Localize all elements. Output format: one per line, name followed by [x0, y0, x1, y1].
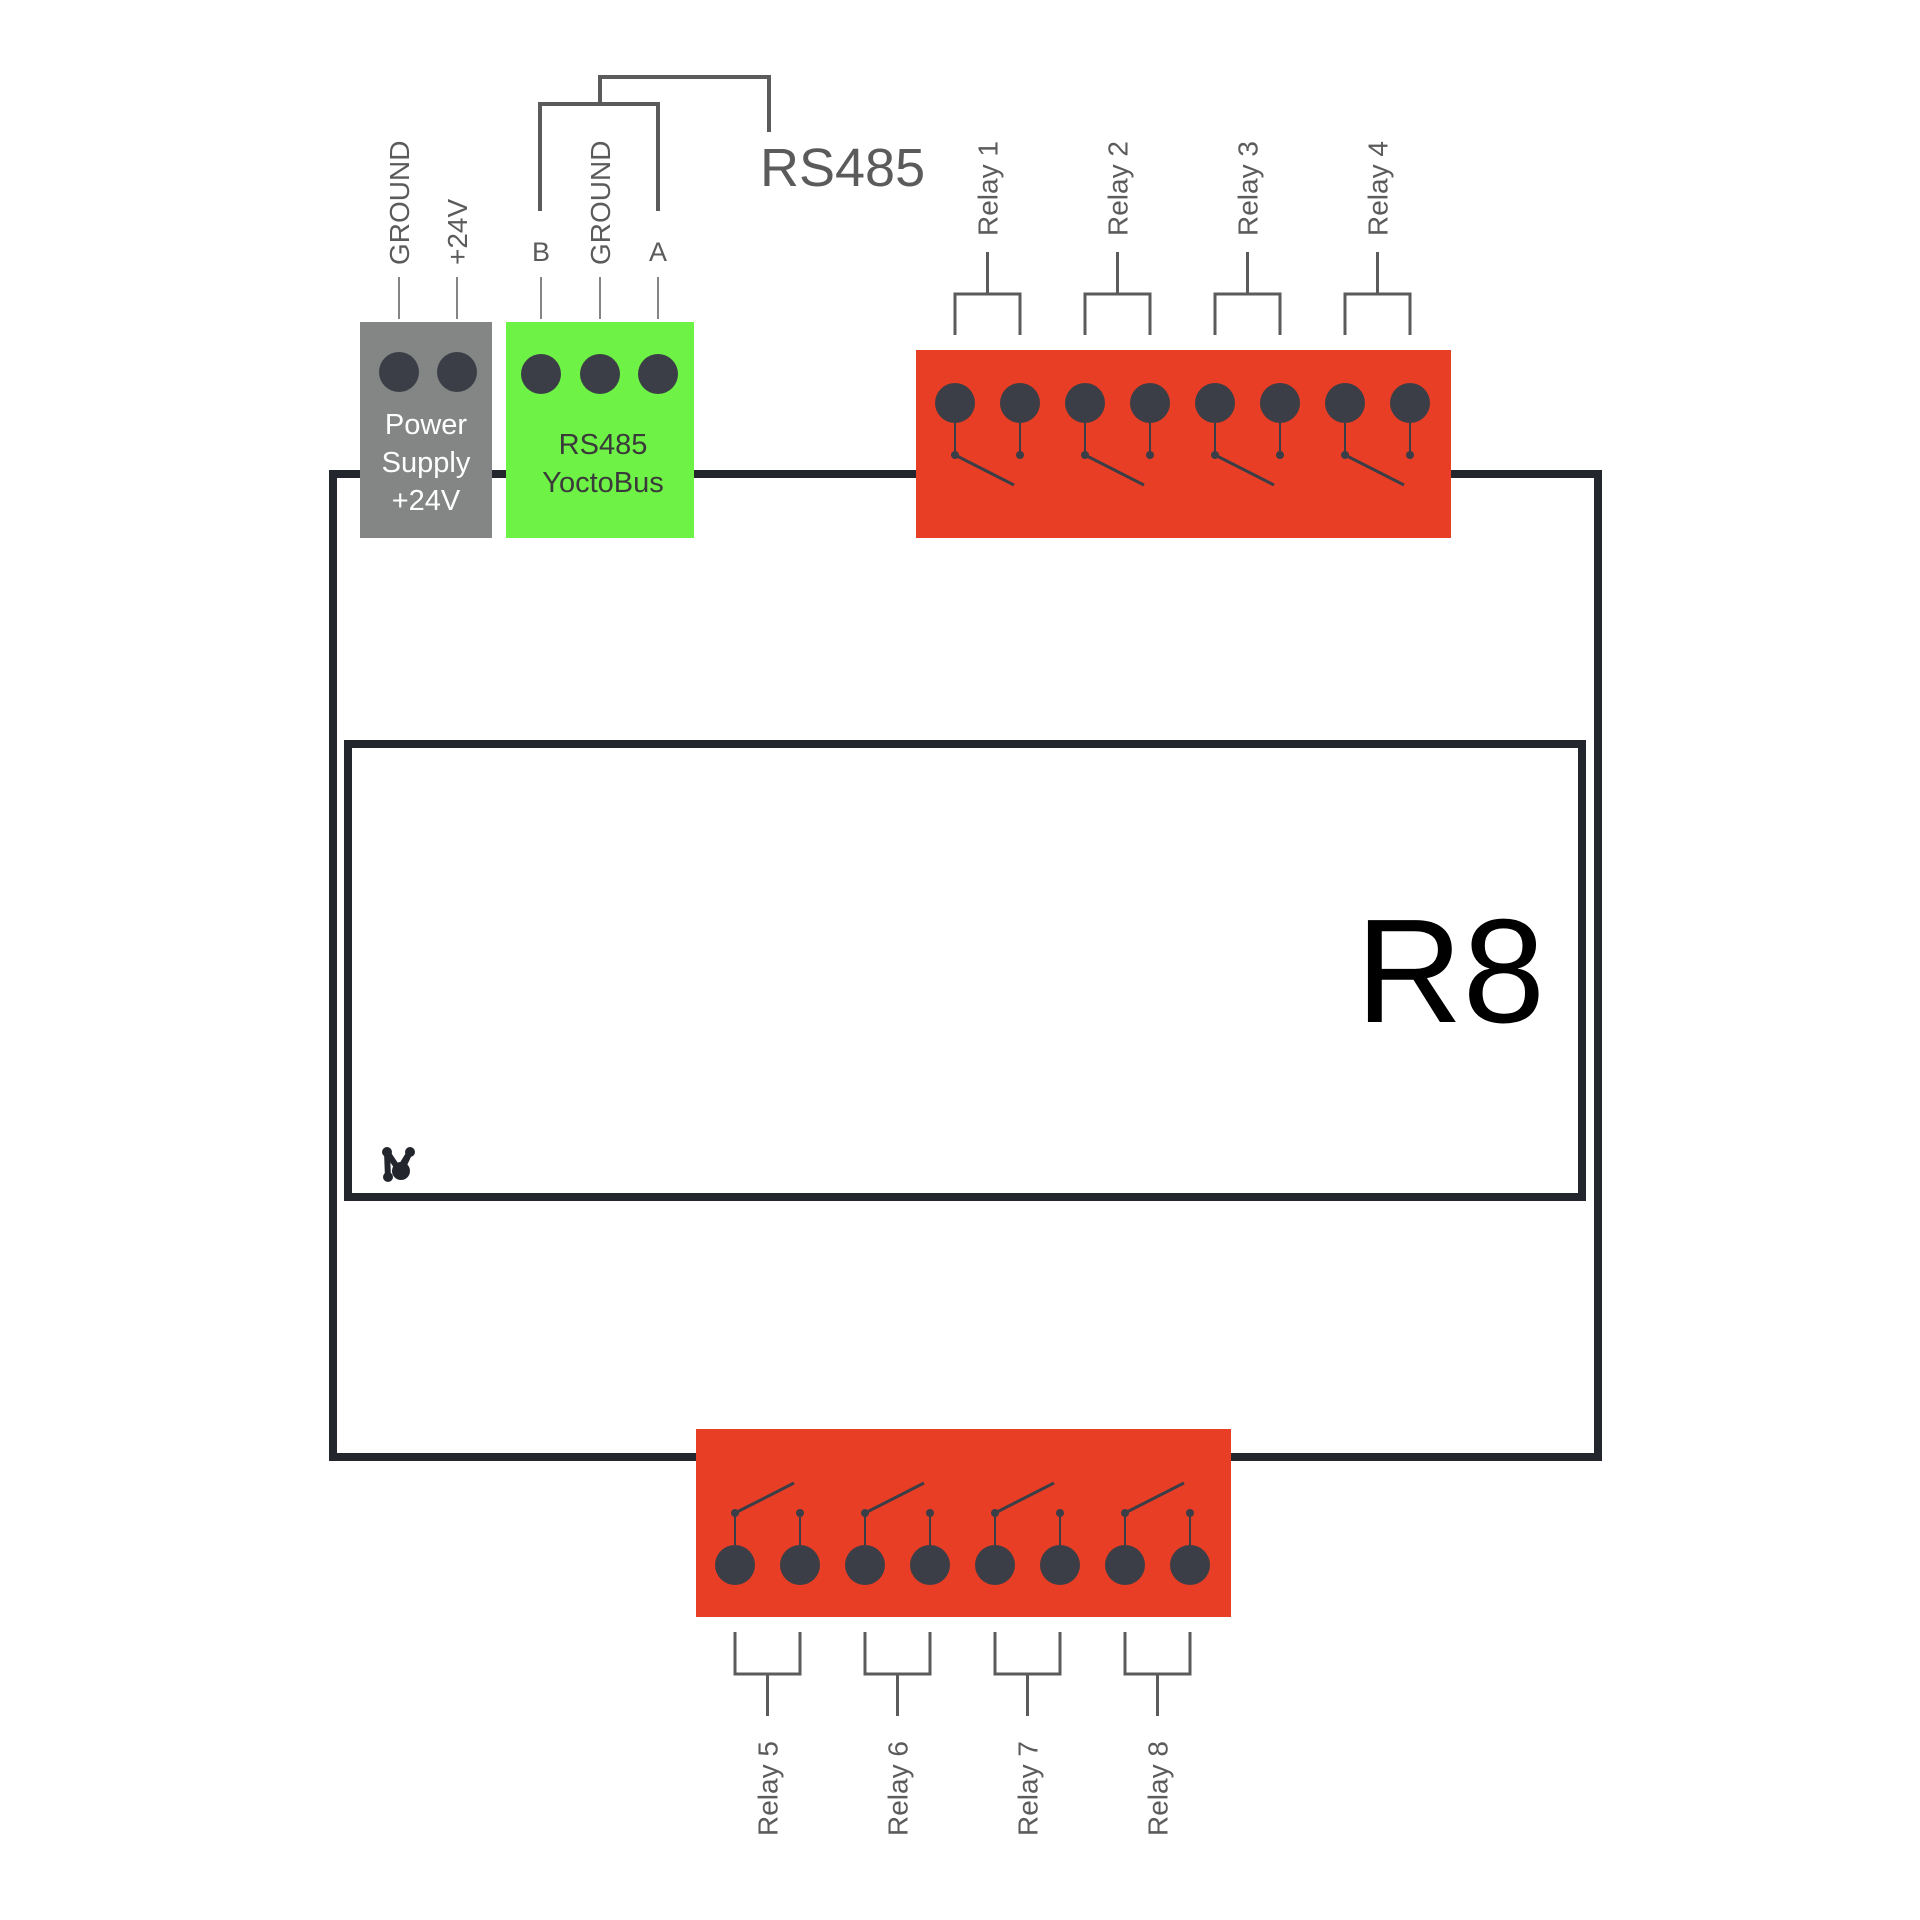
relay-2: Relay 2	[1065, 141, 1170, 487]
relay-terminal	[1105, 1545, 1145, 1585]
relay-label: Relay 4	[1363, 141, 1394, 236]
rs485-connector: RS485 YoctoBus B GROUND A RS485	[506, 75, 925, 538]
relay-switch-symbol	[1084, 453, 1145, 487]
relay-bracket	[1083, 252, 1152, 335]
relay-terminal	[935, 383, 975, 423]
rs485-label-line2: YoctoBus	[542, 467, 663, 499]
relay-terminal	[1130, 383, 1170, 423]
relay-6: Relay 6	[845, 1481, 950, 1836]
rs485-pin-a-label: A	[649, 237, 667, 267]
relay-block-bottom-body	[696, 1429, 1231, 1617]
rs485-label-line1: RS485	[559, 429, 648, 461]
relay-label: Relay 7	[1013, 1741, 1044, 1836]
relay-terminal	[845, 1545, 885, 1585]
relay-bracket	[1343, 252, 1412, 335]
relay-terminal	[1195, 383, 1235, 423]
relay-switch-symbol	[994, 1481, 1055, 1515]
relay-label: Relay 2	[1103, 141, 1134, 236]
relay-label: Relay 3	[1233, 141, 1264, 236]
relay-terminal	[975, 1545, 1015, 1585]
relay-bracket	[993, 1632, 1062, 1716]
relay-switch-symbol	[1344, 453, 1405, 487]
relay-block-top: Relay 1 Relay 2 Relay 3 Relay 4	[916, 141, 1451, 538]
relay-bracket	[1213, 252, 1282, 335]
relay-terminal	[910, 1545, 950, 1585]
power-pin-24v-label: +24V	[442, 199, 473, 265]
relay-label: Relay 1	[973, 141, 1004, 236]
relay-terminal	[1000, 383, 1040, 423]
relay-bracket	[733, 1632, 802, 1716]
rs485-bracket	[538, 75, 771, 211]
power-supply-label-line3: +24V	[392, 485, 461, 517]
relay-terminal	[715, 1545, 755, 1585]
relay-terminal	[1170, 1545, 1210, 1585]
rs485-terminal-b	[521, 354, 561, 394]
power-terminal-24v	[437, 352, 477, 392]
relay-7: Relay 7	[975, 1481, 1080, 1836]
power-supply-connector: Power Supply +24V GROUND +24V	[360, 141, 492, 538]
rs485-pin-ground-label: GROUND	[585, 141, 616, 265]
relay-terminal	[1065, 383, 1105, 423]
relay-label: Relay 8	[1143, 1741, 1174, 1836]
brand-logo-icon	[382, 1147, 415, 1182]
relay-terminal	[780, 1545, 820, 1585]
relay-switch-symbol	[1124, 1481, 1185, 1515]
rs485-terminal-ground	[580, 354, 620, 394]
relay-terminal	[1040, 1545, 1080, 1585]
relay-label: Relay 5	[753, 1741, 784, 1836]
power-supply-label-line1: Power	[385, 409, 468, 441]
module-name: R8	[1356, 889, 1545, 1054]
relay-label: Relay 6	[883, 1741, 914, 1836]
rs485-pin-b-label: B	[532, 237, 550, 267]
relay-bracket	[863, 1632, 932, 1716]
power-terminal-ground	[379, 352, 419, 392]
relay-terminal	[1260, 383, 1300, 423]
power-pin-ground-label: GROUND	[384, 141, 415, 265]
rs485-terminal-a	[638, 354, 678, 394]
relay-8: Relay 8	[1105, 1481, 1210, 1836]
power-supply-label-line2: Supply	[382, 447, 471, 479]
relay-bracket	[1123, 1632, 1192, 1716]
relay-switch-symbol	[1214, 453, 1275, 487]
relay-3: Relay 3	[1195, 141, 1300, 487]
module-front-panel	[344, 740, 1586, 1201]
relay-4: Relay 4	[1325, 141, 1430, 487]
relay-5: Relay 5	[715, 1481, 820, 1836]
relay-1: Relay 1	[935, 141, 1040, 487]
relay-switch-symbol	[864, 1481, 925, 1515]
relay-block-bottom: Relay 5 Relay 6 Relay 7 Relay 8	[696, 1429, 1231, 1836]
relay-terminal	[1390, 383, 1430, 423]
relay-bracket	[953, 252, 1022, 335]
relay-block-top-body	[916, 350, 1451, 538]
relay-switch-symbol	[954, 453, 1015, 487]
rs485-group-label: RS485	[760, 138, 925, 198]
relay-switch-symbol	[734, 1481, 795, 1515]
relay-terminal	[1325, 383, 1365, 423]
